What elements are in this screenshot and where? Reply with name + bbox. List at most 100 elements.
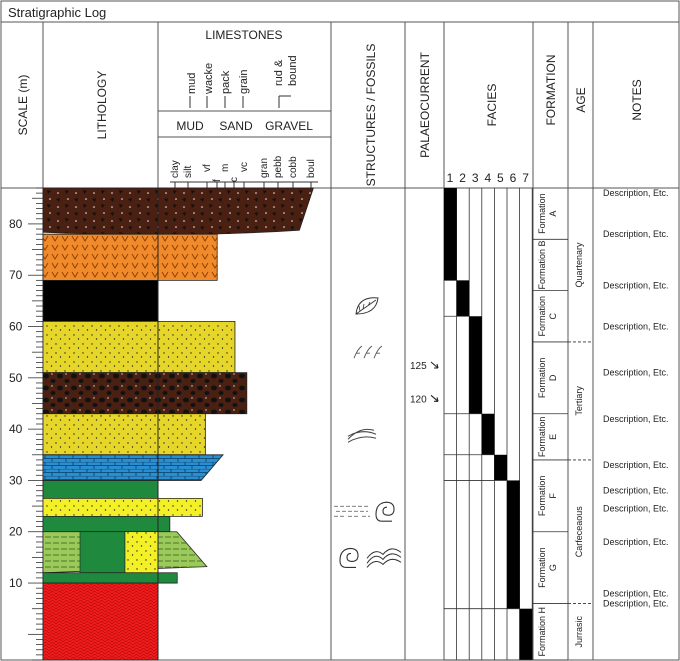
palaeocurrent-label: 125 <box>410 361 427 372</box>
flaser-icon <box>334 505 370 517</box>
mixed-mud-lens <box>79 531 126 574</box>
scale-label: 60 <box>9 320 23 334</box>
bed-conglomerate-pattern <box>43 372 247 414</box>
note-text: Description, Etc. <box>603 537 669 547</box>
cross-lamination-icon <box>353 345 383 359</box>
formation-label-line2: A <box>548 211 558 217</box>
header-palaeocurrent: PALAEOCURRENT <box>418 51 432 157</box>
note-text: Description, Etc. <box>603 280 669 290</box>
grain-size-label: silt <box>183 166 194 178</box>
facies-number: 6 <box>510 171 517 185</box>
formation-label-line1: Formation <box>537 193 547 234</box>
scale-label: 80 <box>9 217 23 231</box>
bed-volcanic-tuff-pattern <box>43 234 218 281</box>
bed-green-mudstone-lower <box>42 515 171 533</box>
facies-number: 5 <box>497 171 504 185</box>
bed-red-evaporite-pattern <box>43 583 158 660</box>
grain-size-label: vc <box>239 162 250 172</box>
note-text: Description, Etc. <box>603 588 669 598</box>
note-text: Description, Etc. <box>603 188 669 198</box>
facies-bar <box>469 316 482 414</box>
header-age: AGE <box>574 87 588 112</box>
facies-number: 3 <box>472 171 479 185</box>
lithology-beds <box>42 187 314 661</box>
facies-bar <box>481 413 495 455</box>
age-label: Carfeceaous <box>574 506 584 558</box>
limestone-type-label: wacke <box>203 63 215 95</box>
note-text: Description, Etc. <box>603 322 669 332</box>
palaeocurrent-arrow <box>430 394 439 402</box>
facies-number: 2 <box>459 171 466 185</box>
facies-number: 1 <box>447 171 454 185</box>
bed-green-mudstone-base <box>42 572 178 584</box>
grain-size-label: vf <box>202 164 213 172</box>
limestone-type-label: bound <box>287 55 299 86</box>
size-class-label: GRAVEL <box>265 119 313 133</box>
age-label: Quartenary <box>574 242 584 288</box>
size-class-labels: MUD SAND GRAVEL <box>176 119 313 133</box>
facies-bar <box>507 480 520 609</box>
grain-size-label: pebb <box>273 155 284 178</box>
bed-coal <box>42 279 159 322</box>
formation-label-line2: C <box>548 313 558 320</box>
header-limestones: LIMESTONES <box>205 28 282 42</box>
structures-fossils <box>334 297 402 568</box>
formation-label-line1: Formation H <box>537 607 547 657</box>
age-label: Jurrasic <box>574 616 584 648</box>
palaeocurrent-arrow <box>430 361 439 369</box>
header-scale: SCALE (m) <box>16 75 30 136</box>
formation-label-line1: Formation <box>537 417 547 458</box>
bed-green-mudstone-upper <box>42 480 159 499</box>
facies-number: 7 <box>522 171 529 185</box>
convolute-icon <box>366 548 402 568</box>
scale-label: 10 <box>9 576 23 590</box>
header-facies: FACIES <box>485 84 499 127</box>
size-class-label: MUD <box>176 119 204 133</box>
note-text: Description, Etc. <box>603 229 669 239</box>
note-text: Description, Etc. <box>603 368 669 378</box>
formation-label-line1: Formation <box>537 547 547 588</box>
limestone-type-label: grain <box>238 70 250 94</box>
notes-column: Description, Etc. Description, Etc. Descri… <box>603 188 669 608</box>
header-structures: STRUCTURES / FOSSILS <box>364 44 378 187</box>
size-class-label: SAND <box>219 119 253 133</box>
bed-limestone-pattern <box>43 454 224 481</box>
facies-bar <box>444 188 457 281</box>
age-label-text: Jurrasic <box>574 616 584 648</box>
facies-bar <box>494 454 507 481</box>
formation-label: Formation B <box>537 240 547 289</box>
header-formation: FORMATION <box>544 54 558 125</box>
grain-size-label: f <box>212 179 223 182</box>
grain-size-label: cobb <box>288 156 299 178</box>
bed-sandstone-middle-pattern <box>43 413 206 455</box>
scale-label: 30 <box>9 473 23 487</box>
grain-size-label: m <box>220 164 231 172</box>
formation-label-line2: E <box>548 434 558 440</box>
log-title: Stratigraphic Log <box>8 5 106 20</box>
note-text: Description, Etc. <box>603 460 669 470</box>
column-dividers <box>42 22 594 660</box>
wavy-lamination-icon <box>347 428 377 443</box>
scale-label: 70 <box>9 268 23 282</box>
formation-label-line2: G <box>548 564 558 571</box>
scale-label: 40 <box>9 422 23 436</box>
scale-label: 50 <box>9 371 23 385</box>
facies-bar <box>456 280 470 317</box>
note-text: Description, Etc. <box>603 504 669 514</box>
bed-sandstone-upper-pattern <box>43 321 235 373</box>
limestone-type-label: mud <box>186 73 198 94</box>
formation-label-line1: Formation <box>537 358 547 399</box>
age-label-text: Carfeceaous <box>574 506 584 558</box>
formation-label: Formation H <box>537 607 547 657</box>
formation-label-line1: Formation <box>537 296 547 337</box>
